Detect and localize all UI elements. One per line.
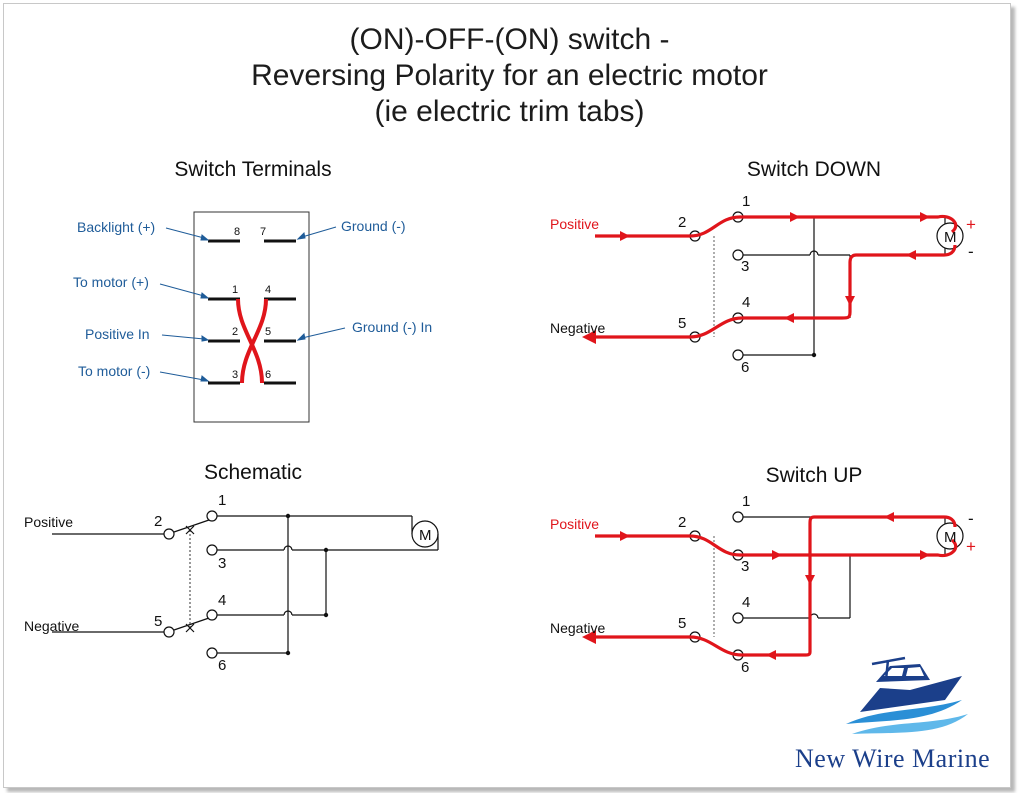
schematic-pin-1: 1 — [218, 492, 226, 509]
jumper-wire-1-6 — [236, 298, 264, 384]
diagram-frame — [3, 3, 1011, 788]
section-title-schematic: Schematic — [203, 461, 303, 484]
up-pin-5: 5 — [678, 615, 686, 632]
schematic-pin-6: 6 — [218, 657, 226, 674]
down-positive-label: Positive — [550, 216, 599, 232]
terminal-number-2: 2 — [232, 326, 238, 338]
jumper-wire-4-3 — [240, 298, 268, 384]
schematic-panel — [52, 510, 439, 659]
down-pin-2: 2 — [678, 214, 686, 231]
terminal-number-4: 4 — [265, 284, 271, 296]
down-pin-5: 5 — [678, 315, 686, 332]
label-to-motor-positive: To motor (+) — [73, 274, 149, 290]
down-pin-6: 6 — [741, 359, 749, 376]
terminal-number-5: 5 — [265, 326, 271, 338]
down-motor-minus: - — [968, 242, 974, 261]
terminal-number-8: 8 — [234, 226, 240, 238]
down-pin-1: 1 — [742, 193, 750, 210]
schematic-pin-4: 4 — [218, 592, 226, 609]
terminal-number-3: 3 — [232, 369, 238, 381]
label-backlight: Backlight (+) — [77, 219, 155, 235]
schematic-motor-symbol: M — [419, 527, 432, 544]
up-negative-label: Negative — [550, 620, 605, 636]
switch-up-panel: Positive Negative 2 5 1 3 4 6 M - + — [550, 493, 976, 676]
up-pin-2: 2 — [678, 514, 686, 531]
terminal-number-6: 6 — [265, 369, 271, 381]
up-motor-symbol: M — [944, 529, 957, 546]
schematic-positive-label: Positive — [24, 514, 73, 530]
label-ground-in: Ground (-) In — [352, 319, 432, 335]
up-positive-label: Positive — [550, 516, 599, 532]
title-line-2: Reversing Polarity for an electric motor — [251, 59, 768, 92]
section-title-switch-down: Switch DOWN — [746, 158, 882, 181]
boat-logo-icon — [846, 656, 968, 734]
up-pin-4: 4 — [742, 594, 750, 611]
title-line-1: (ON)-OFF-(ON) switch - — [349, 23, 670, 56]
label-ground: Ground (-) — [341, 218, 406, 234]
up-pin-6: 6 — [741, 659, 749, 676]
switch-down-panel: Positive Negative 2 5 1 3 4 6 M + - — [550, 193, 976, 376]
switch-terminals-panel: 8 7 1 4 2 5 3 6 Backlight (+) Ground (-)… — [73, 211, 432, 423]
up-pin-3: 3 — [741, 558, 749, 575]
schematic-negative-label: Negative — [24, 618, 79, 634]
terminal-number-7: 7 — [260, 226, 266, 238]
schematic-pin-3: 3 — [218, 555, 226, 572]
down-motor-symbol: M — [944, 229, 957, 246]
section-title-switch-terminals: Switch Terminals — [174, 158, 332, 181]
up-motor-minus: - — [968, 509, 974, 528]
terminal-number-1: 1 — [232, 284, 238, 296]
title-line-3: (ie electric trim tabs) — [374, 95, 645, 128]
down-pin-3: 3 — [741, 258, 749, 275]
up-pin-1: 1 — [742, 493, 750, 510]
label-to-motor-negative: To motor (-) — [78, 363, 150, 379]
down-motor-plus: + — [966, 215, 976, 234]
brand-name: New Wire Marine — [795, 744, 991, 773]
up-motor-plus: + — [966, 537, 976, 556]
section-title-switch-up: Switch UP — [765, 464, 863, 487]
down-negative-label: Negative — [550, 320, 605, 336]
down-pin-4: 4 — [742, 294, 750, 311]
schematic-pin-5: 5 — [154, 613, 162, 630]
label-positive-in: Positive In — [85, 326, 150, 342]
schematic-pin-2: 2 — [154, 513, 162, 530]
switch-body-outline — [193, 211, 310, 423]
